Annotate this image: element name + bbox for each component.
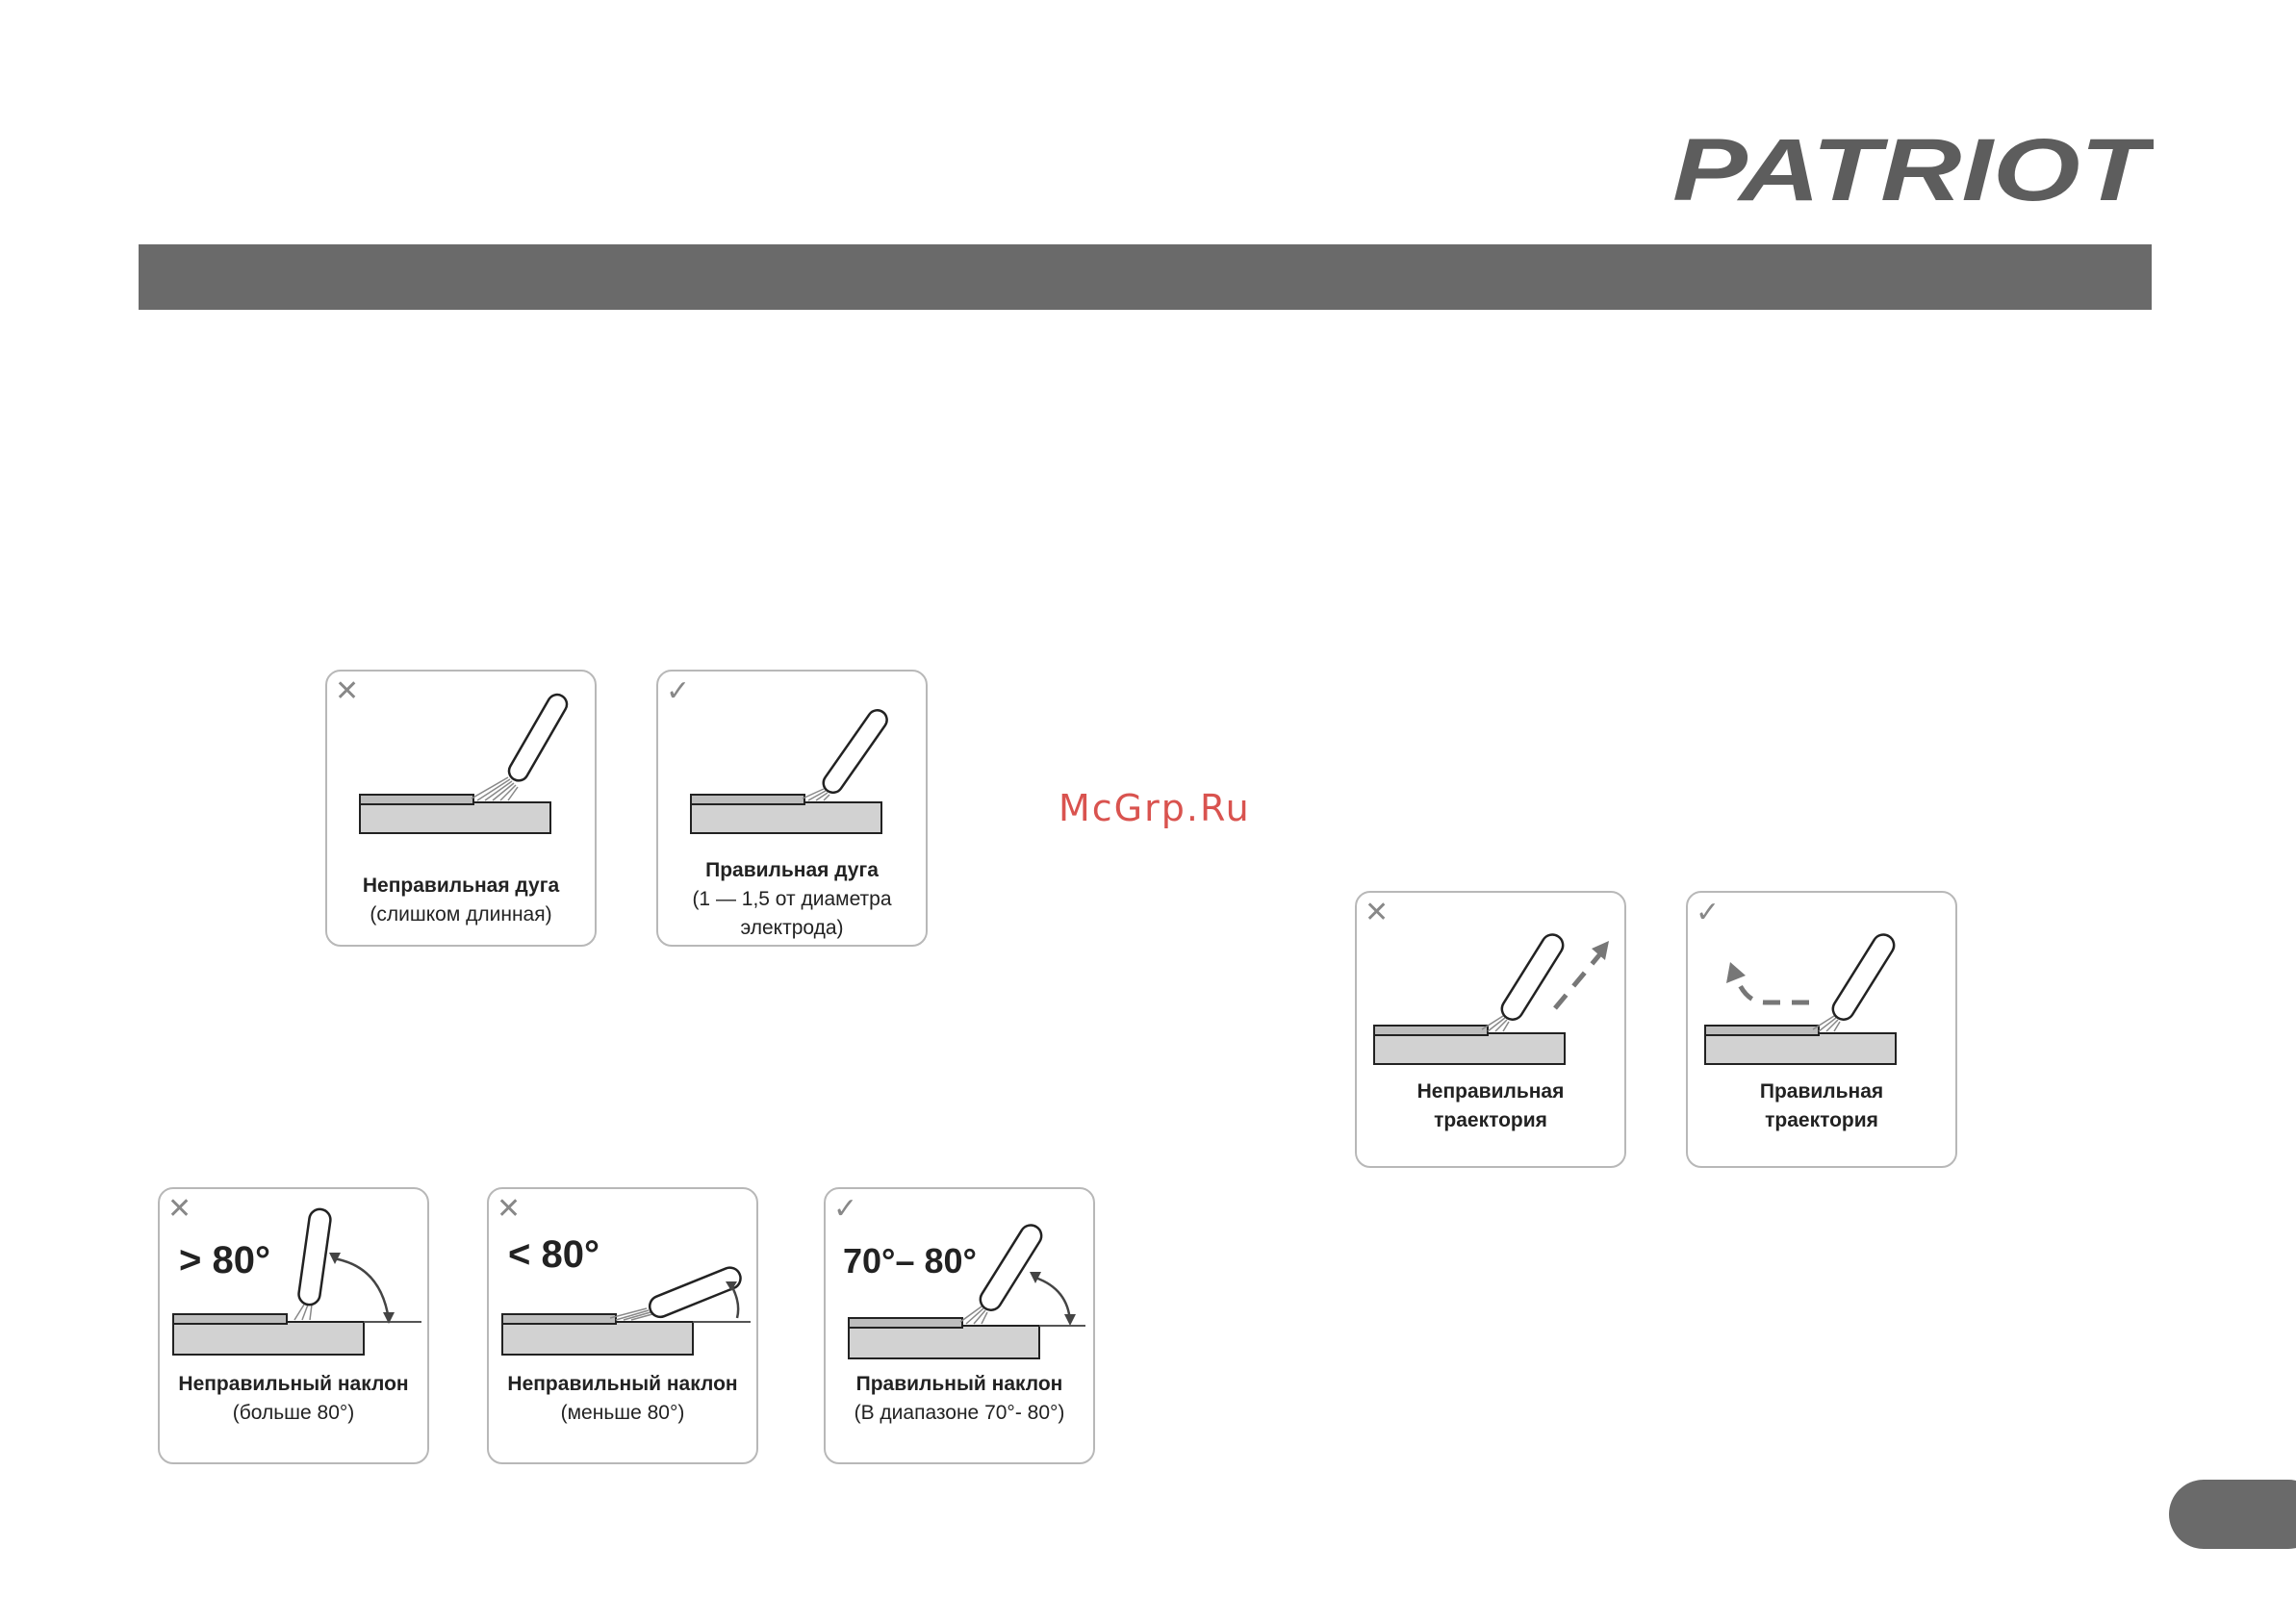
caption-sub: (больше 80°) bbox=[160, 1399, 427, 1428]
caption-main: Неправильная bbox=[1357, 1078, 1624, 1106]
trajectory-card-correct: ✓ Правильная траектория bbox=[1686, 891, 1957, 1168]
caption-main: Неправильная дуга bbox=[327, 872, 595, 900]
caption-sub: (слишком длинная) bbox=[327, 900, 595, 929]
angle-label: < 80° bbox=[508, 1233, 600, 1277]
arc-card-incorrect: ✕ Неправильная дуга (слишком длинная) bbox=[325, 670, 597, 947]
caption-main: Правильная дуга bbox=[658, 856, 926, 885]
watermark-text: McGrp.Ru bbox=[1059, 787, 1251, 829]
correct-mark-icon: ✓ bbox=[1696, 899, 1720, 927]
card-caption: Неправильный наклон (больше 80°) bbox=[160, 1370, 427, 1428]
card-caption: Неправильная дуга (слишком длинная) bbox=[327, 872, 595, 929]
incorrect-mark-icon: ✕ bbox=[335, 677, 359, 706]
caption-sub: (меньше 80°) bbox=[489, 1399, 756, 1428]
caption-main: Неправильный наклон bbox=[160, 1370, 427, 1399]
caption-sub: (В диапазоне 70°- 80°) bbox=[826, 1399, 1093, 1428]
angle-label: 70°– 80° bbox=[843, 1241, 977, 1281]
angle-card-under-80: ✕ < 80° Неправильный наклон (меньше 80°) bbox=[487, 1187, 758, 1464]
patriot-logo: PATRIOT bbox=[1672, 123, 2154, 219]
caption-sub: траектория bbox=[1688, 1106, 1955, 1135]
incorrect-mark-icon: ✕ bbox=[1365, 899, 1389, 927]
caption-main: Правильный наклон bbox=[826, 1370, 1093, 1399]
welding-illustration bbox=[160, 1189, 431, 1382]
angle-label: > 80° bbox=[179, 1239, 270, 1282]
correct-mark-icon: ✓ bbox=[666, 677, 690, 706]
angle-card-correct: ✓ 70°– 80° Правильный наклон (В диапазон… bbox=[824, 1187, 1095, 1464]
card-caption: Неправильная траектория bbox=[1357, 1078, 1624, 1135]
angle-card-over-80: ✕ > 80° Неправильный наклон (больше 80°) bbox=[158, 1187, 429, 1464]
caption-main: Неправильный наклон bbox=[489, 1370, 756, 1399]
card-caption: Правильный наклон (В диапазоне 70°- 80°) bbox=[826, 1370, 1093, 1428]
incorrect-mark-icon: ✕ bbox=[497, 1195, 521, 1224]
welding-illustration bbox=[489, 1189, 760, 1382]
card-caption: Неправильный наклон (меньше 80°) bbox=[489, 1370, 756, 1428]
welding-illustration bbox=[327, 672, 599, 864]
caption-main: Правильная bbox=[1688, 1078, 1955, 1106]
card-caption: Правильная дуга (1 — 1,5 от диаметра эле… bbox=[658, 856, 926, 943]
caption-sub: траектория bbox=[1357, 1106, 1624, 1135]
correct-mark-icon: ✓ bbox=[833, 1195, 857, 1224]
card-caption: Правильная траектория bbox=[1688, 1078, 1955, 1135]
incorrect-mark-icon: ✕ bbox=[167, 1195, 191, 1224]
svg-text:PATRIOT: PATRIOT bbox=[1672, 123, 2154, 219]
caption-sub: (1 — 1,5 от диаметра электрода) bbox=[658, 885, 926, 943]
welding-illustration bbox=[1357, 893, 1628, 1085]
trajectory-card-incorrect: ✕ Неправильная траектория bbox=[1355, 891, 1626, 1168]
welding-illustration bbox=[1688, 893, 1959, 1085]
welding-illustration bbox=[826, 1189, 1097, 1382]
page-number-tab bbox=[2169, 1480, 2296, 1549]
arc-card-correct: ✓ Правильная дуга (1 — 1,5 от диаметра э… bbox=[656, 670, 928, 947]
welding-illustration bbox=[658, 672, 930, 864]
header-bar bbox=[139, 244, 2152, 310]
